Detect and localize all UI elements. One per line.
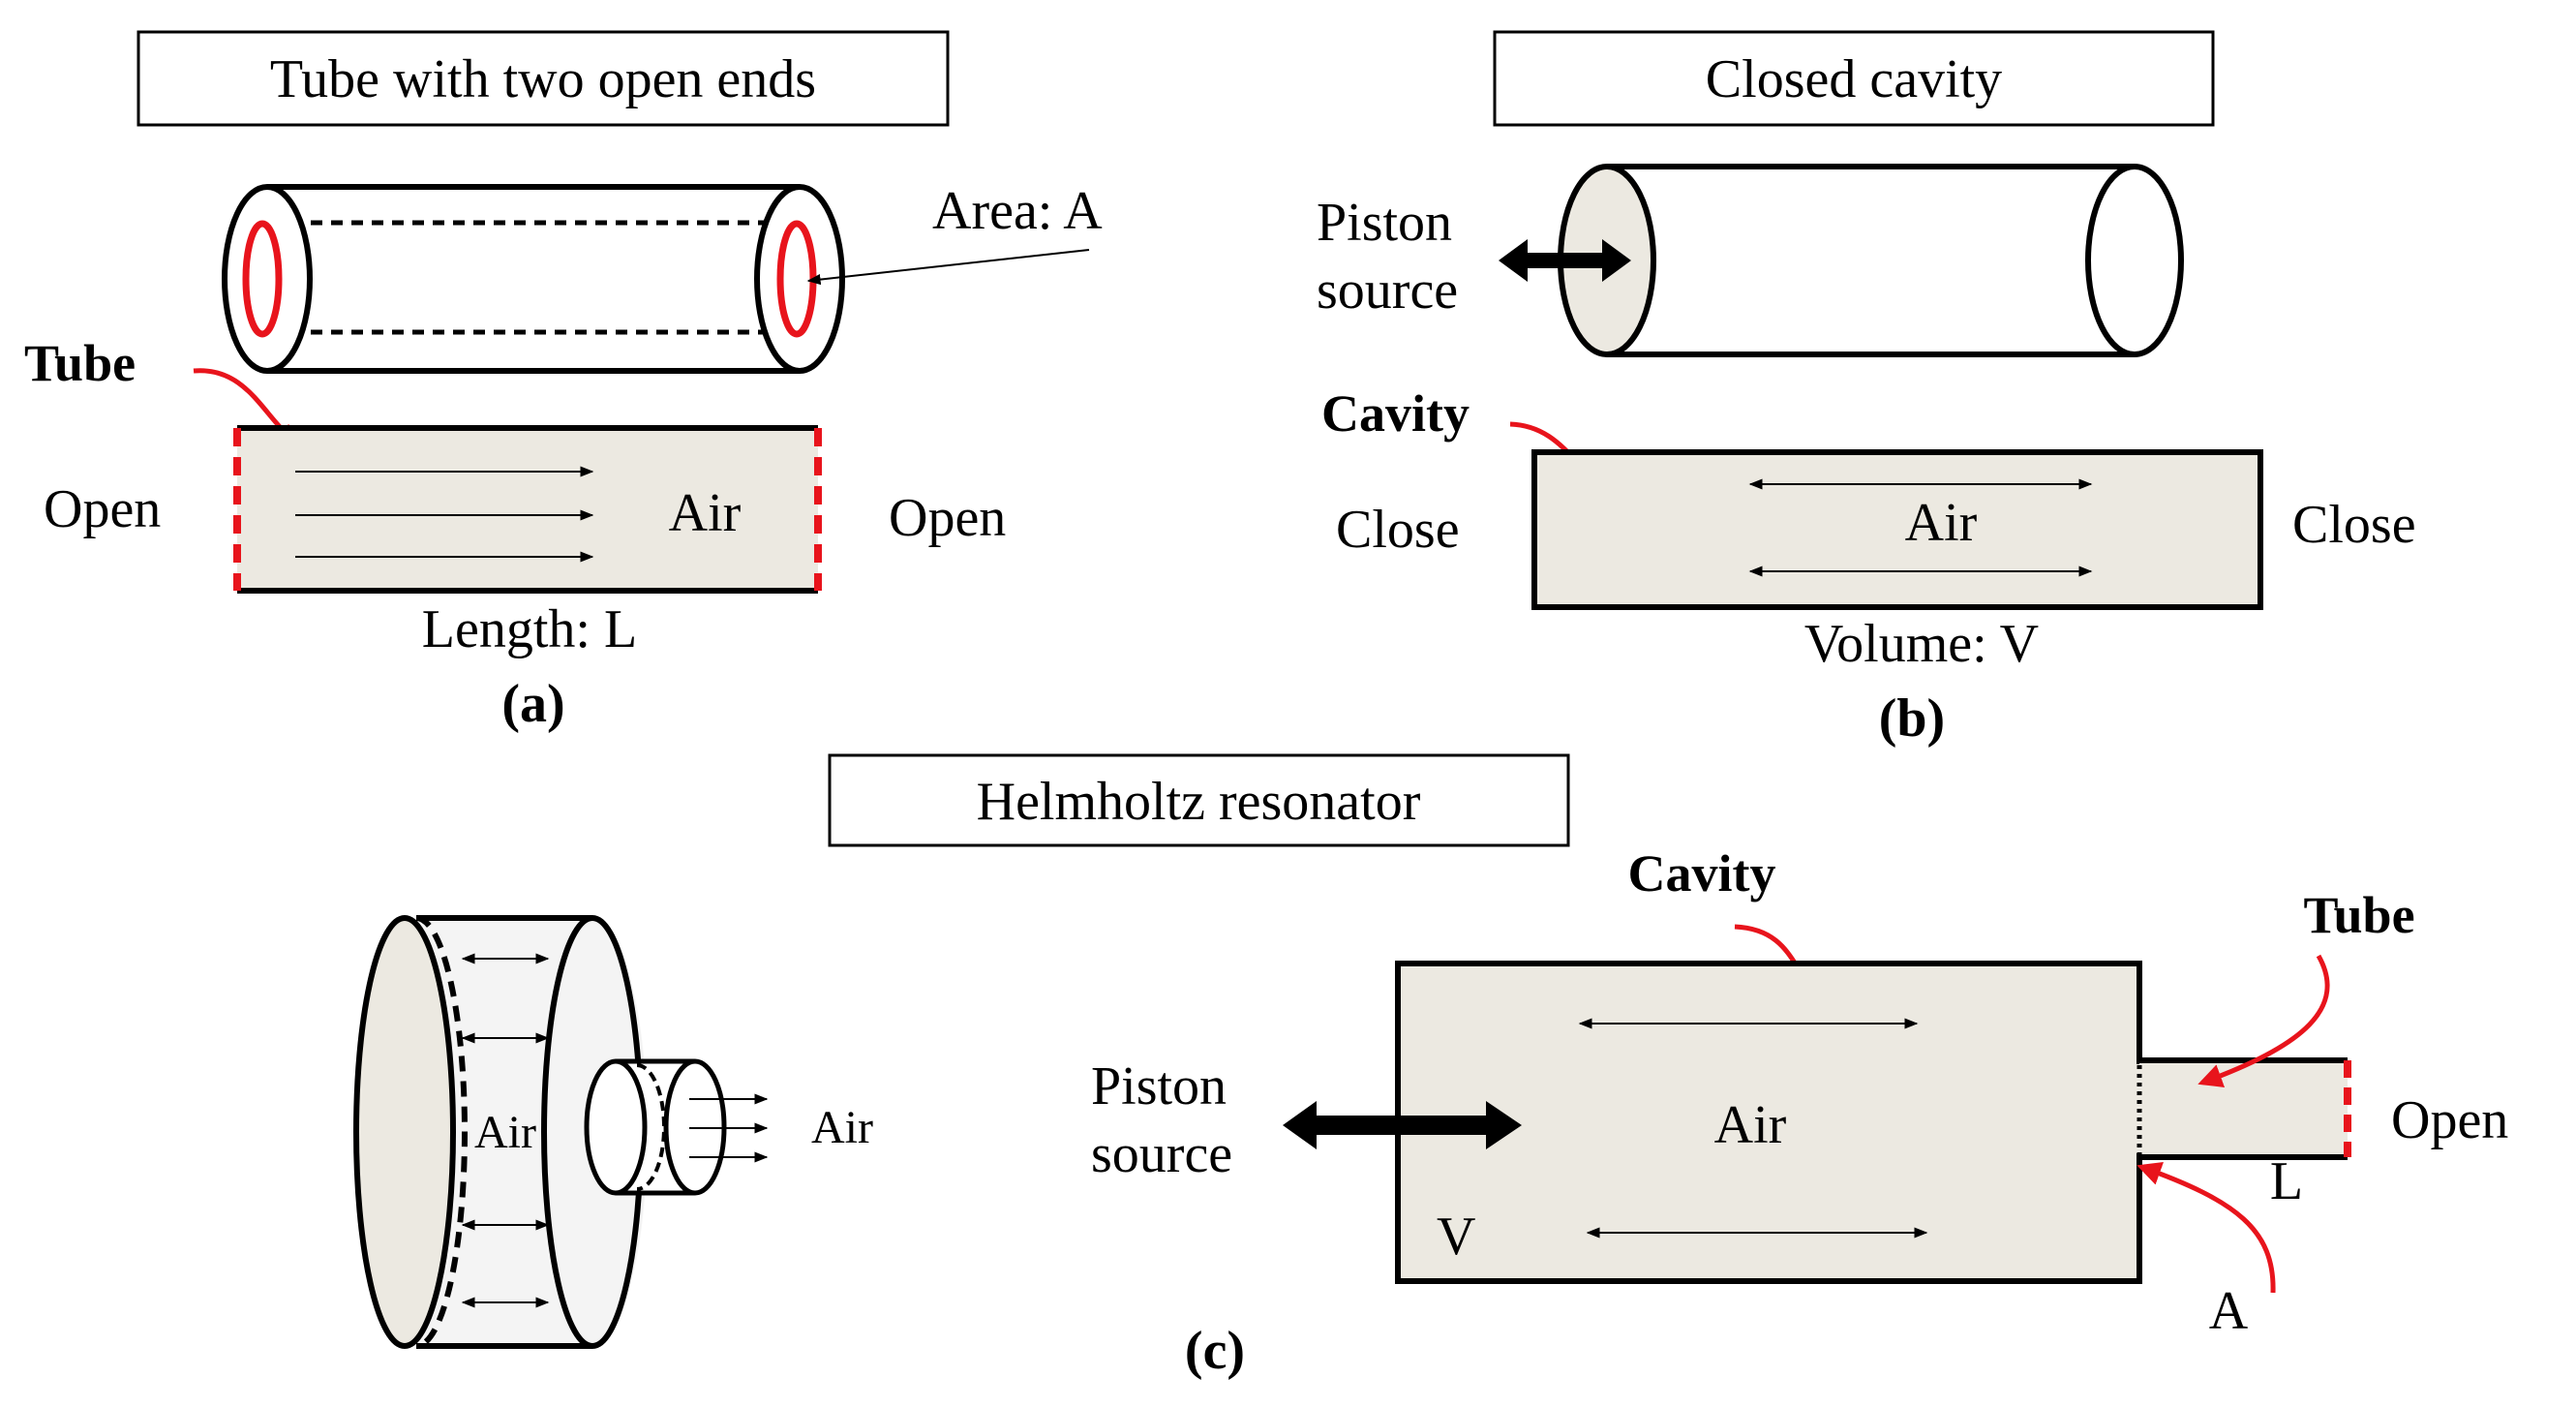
title-box-a xyxy=(136,30,950,127)
air-label-b: Air xyxy=(1905,493,1978,553)
resonator-back-face xyxy=(353,915,456,1349)
cavity-label-b: Cavity xyxy=(1321,384,1470,443)
piston-label-b1: Piston xyxy=(1317,193,1452,253)
piston-arrow-b xyxy=(1499,239,1631,282)
iso-air-inside: Air xyxy=(474,1107,536,1158)
cavity-body-2d xyxy=(1531,449,2263,610)
piston-label-c2: source xyxy=(1091,1124,1232,1184)
title-c: Helmholtz resonator xyxy=(977,772,1421,832)
cavity-label-c: Cavity xyxy=(1628,844,1776,902)
air-label-c: Air xyxy=(1714,1095,1787,1155)
panel-b: Closed cavity Piston source Cavity Air C… xyxy=(1317,30,2416,749)
title-b: Closed cavity xyxy=(1706,49,2002,109)
panel-c: Helmholtz resonator Air Air Cavity xyxy=(353,753,2508,1381)
area-pointer xyxy=(806,249,1090,286)
title-a: Tube with two open ends xyxy=(270,49,816,109)
tube-body-2d xyxy=(237,428,818,591)
piston-arrow-c xyxy=(1283,1101,1522,1149)
length-label: Length: L xyxy=(422,599,637,659)
panel-tag-a: (a) xyxy=(501,674,564,734)
air-label-a: Air xyxy=(669,483,742,543)
piston-label-b2: source xyxy=(1317,260,1458,321)
close-label-right: Close xyxy=(2292,495,2416,555)
volume-label: Volume: V xyxy=(1804,614,2039,674)
neck-body-c xyxy=(2139,1060,2348,1157)
area-label: Area: A xyxy=(932,181,1103,241)
v-label: V xyxy=(1437,1207,1475,1267)
iso-air-outside: Air xyxy=(811,1102,873,1153)
resonator-3d xyxy=(353,915,727,1349)
a-pointer xyxy=(2137,1161,2276,1294)
opening-left xyxy=(242,220,283,338)
close-label-left: Close xyxy=(1336,500,1460,560)
cylinder-3d xyxy=(1558,164,2184,357)
tube-label-c: Tube xyxy=(2303,886,2414,944)
panel-tag-c: (c) xyxy=(1185,1321,1245,1381)
a-label: A xyxy=(2209,1281,2249,1341)
panel-a: Tube with two open ends Area: A Tube Air… xyxy=(24,30,1103,734)
piston-label-c1: Piston xyxy=(1091,1056,1227,1116)
open-label-left: Open xyxy=(44,479,161,539)
open-label-c: Open xyxy=(2391,1090,2508,1150)
tube-pointer-c xyxy=(2197,954,2330,1087)
title-box-b xyxy=(1493,30,2215,127)
tube-3d xyxy=(222,184,845,374)
title-box-c xyxy=(828,753,1570,847)
l-label: L xyxy=(2270,1151,2303,1211)
panel-tag-b: (b) xyxy=(1879,688,1945,749)
open-label-right: Open xyxy=(889,488,1006,548)
tube-label-a: Tube xyxy=(24,334,136,392)
